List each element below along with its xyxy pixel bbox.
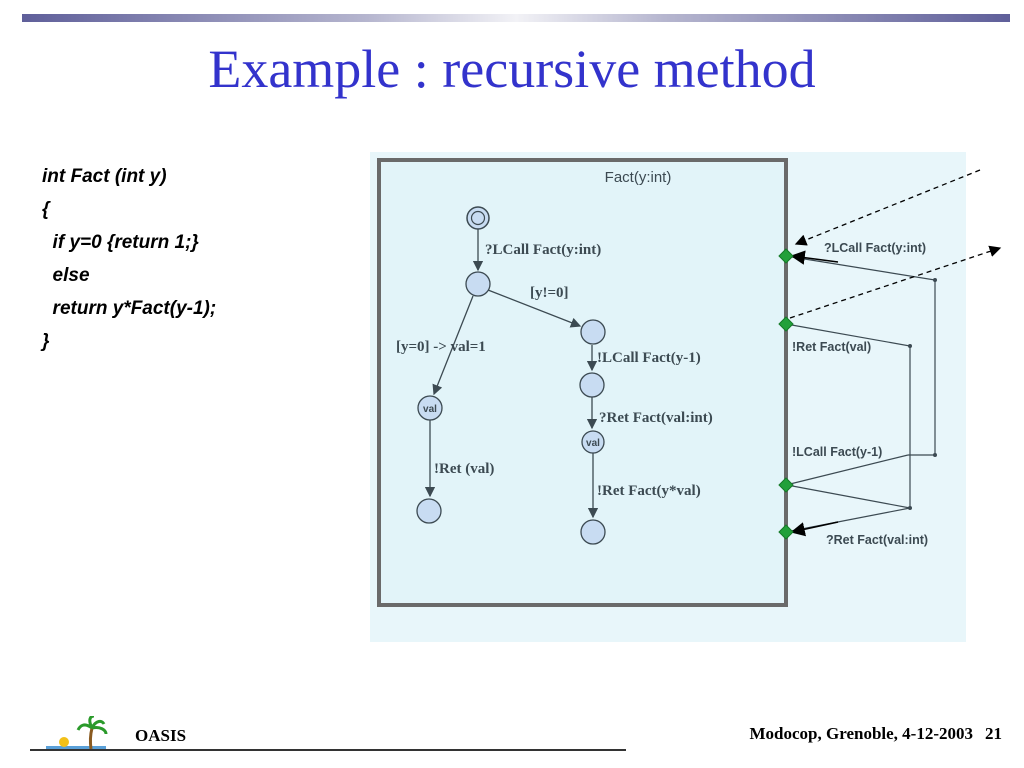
- edge-label-y-zero: [y=0] -> val=1: [396, 339, 486, 355]
- code-line: else: [42, 265, 90, 286]
- edge-label-lcall-in: ?LCall Fact(y:int): [485, 242, 601, 258]
- port-arrow: [790, 521, 839, 537]
- port-label-ret-in: ?Ret Fact(val:int): [826, 533, 928, 547]
- edge-label-ret-mul: !Ret Fact(y*val): [597, 483, 701, 499]
- edge-label-ret-val: !Ret (val): [434, 461, 494, 477]
- code-line: int Fact (int y): [42, 166, 167, 187]
- state-label-val-right: val: [586, 438, 600, 449]
- wire-lcall-out: [785, 454, 909, 486]
- edge-label-y-not-zero: [y!=0]: [530, 285, 569, 301]
- wire-dot: [908, 506, 912, 510]
- state-node-val-left: [417, 395, 443, 421]
- state-node: [416, 498, 442, 524]
- wire-lcall-loop: [785, 255, 936, 456]
- code-line: if y=0 {return 1;}: [42, 232, 199, 253]
- port-label-ret-out: !Ret Fact(val): [792, 340, 871, 354]
- wire-dot: [933, 278, 937, 282]
- initial-state-inner: [470, 210, 486, 226]
- state-node: [579, 372, 605, 398]
- port-label-lcall-in: ?LCall Fact(y:int): [824, 241, 926, 255]
- slide-title: Example : recursive method: [208, 39, 816, 99]
- state-node: [465, 271, 491, 297]
- top-decorative-bar: [22, 14, 1010, 22]
- edge-y-not-zero: [487, 289, 582, 328]
- code-line: return y*Fact(y-1);: [42, 298, 217, 319]
- code-line: {: [42, 199, 50, 220]
- wire-dot: [908, 344, 912, 348]
- state-label-val-left: val: [423, 404, 437, 415]
- footer-divider: [30, 749, 626, 751]
- external-dashed-arrow: [794, 169, 981, 246]
- wire-dot: [933, 453, 937, 457]
- oasis-logo: [46, 716, 108, 750]
- state-node-val-right: [581, 430, 605, 454]
- edge-label-lcall-rec: !LCall Fact(y-1): [597, 350, 701, 366]
- state-node: [580, 519, 606, 545]
- code-line: }: [42, 331, 50, 352]
- state-node: [580, 319, 606, 345]
- port-arrow: [790, 250, 839, 265]
- footer-event: Modocop, Grenoble, 4-12-2003: [749, 724, 973, 743]
- page-number: 21: [985, 724, 1002, 743]
- external-dashed-arrow: [789, 245, 1002, 319]
- wire-ret-loop: [785, 323, 911, 509]
- port-diamond: [778, 316, 794, 332]
- port-diamond: [778, 524, 794, 540]
- code-block: int Fact (int y) { if y=0 {return 1;} el…: [42, 160, 216, 358]
- footer-info: Modocop, Grenoble, 4-12-2003 21: [749, 724, 1002, 744]
- port-diamond: [778, 477, 794, 493]
- edge-label-ret-in: ?Ret Fact(val:int): [599, 410, 713, 426]
- port-diamond: [778, 248, 794, 264]
- port-label-lcall-out: !LCall Fact(y-1): [792, 445, 882, 459]
- edge-y-zero: [432, 295, 474, 396]
- component-title: Fact(y:int): [605, 169, 672, 186]
- footer-org: OASIS: [135, 726, 187, 745]
